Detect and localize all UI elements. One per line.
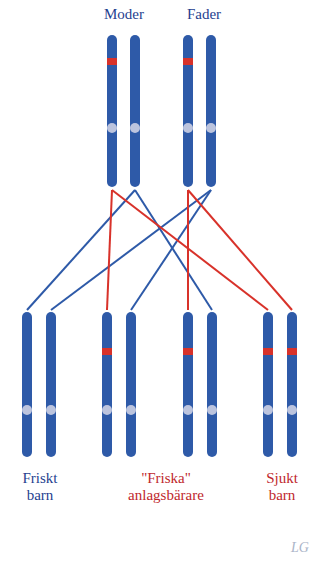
chromosome (46, 312, 56, 457)
gene-mark (102, 348, 112, 355)
child-label: "Friska" anlagsbärare (114, 470, 218, 505)
parent-label: Moder (104, 6, 144, 23)
gene-mark (183, 348, 193, 355)
centromere (107, 123, 117, 133)
chromosome (287, 312, 297, 457)
chromosome (130, 35, 140, 187)
inheritance-line (107, 190, 112, 310)
centromere (22, 405, 32, 415)
child-label: Sjukt barn (256, 470, 308, 505)
parent-label: Fader (187, 6, 221, 23)
centromeres (22, 123, 297, 415)
centromere (102, 405, 112, 415)
centromere (263, 405, 273, 415)
inheritance-line (135, 190, 212, 310)
inheritance-line (131, 190, 211, 310)
chromosome (107, 35, 117, 187)
inheritance-line (27, 190, 135, 310)
centromere (183, 405, 193, 415)
gene-mark (183, 58, 193, 65)
chromosome (206, 35, 216, 187)
chromosome (126, 312, 136, 457)
chromosome (22, 312, 32, 457)
watermark: LG (291, 540, 309, 556)
centromere (126, 405, 136, 415)
gene-mark (287, 348, 297, 355)
inheritance-line (112, 190, 268, 310)
chromosome (102, 312, 112, 457)
chromosomes (22, 35, 297, 457)
chromosome (183, 312, 193, 457)
gene-marks (102, 58, 297, 355)
gene-mark (263, 348, 273, 355)
centromere (130, 123, 140, 133)
centromere (206, 123, 216, 133)
gene-mark (107, 58, 117, 65)
chromosome (183, 35, 193, 187)
centromere (287, 405, 297, 415)
inheritance-line (51, 190, 211, 310)
centromere (207, 405, 217, 415)
chromosome (207, 312, 217, 457)
chromosome (263, 312, 273, 457)
inheritance-lines (27, 190, 292, 310)
inheritance-line (188, 190, 292, 310)
child-label: Friskt barn (10, 470, 70, 505)
centromere (183, 123, 193, 133)
centromere (46, 405, 56, 415)
